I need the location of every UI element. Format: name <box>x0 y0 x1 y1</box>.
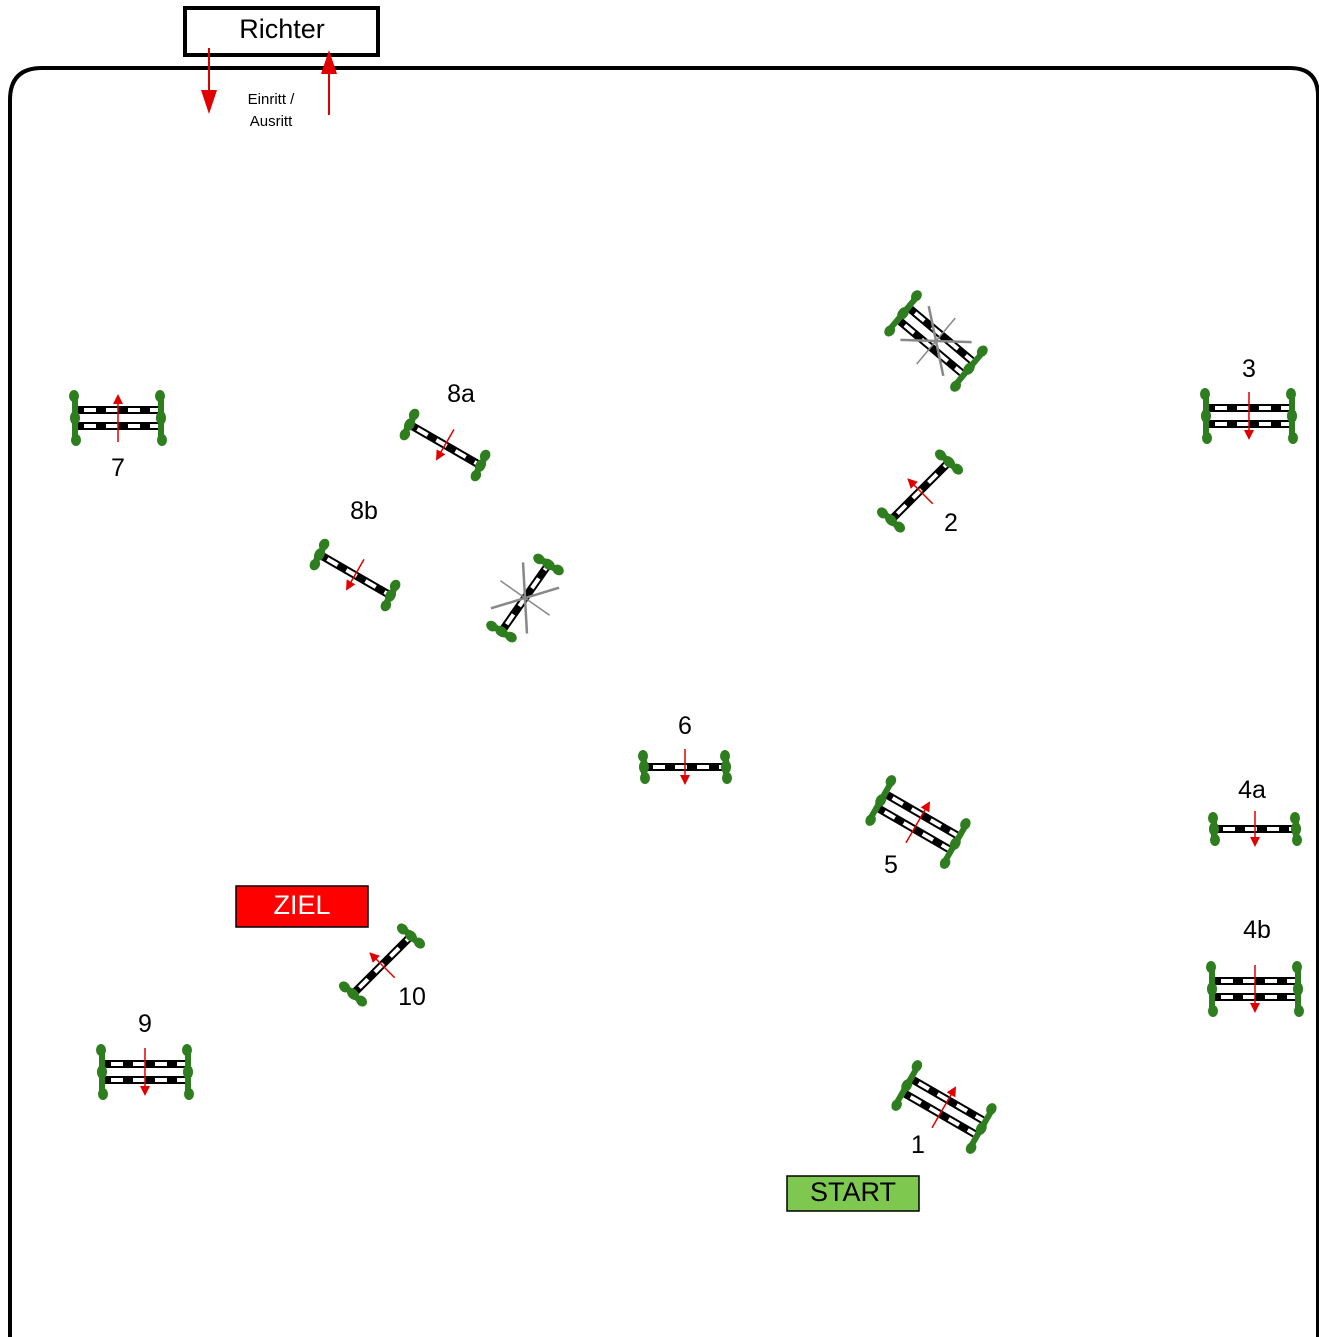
jump-standard <box>1286 388 1298 444</box>
jump-standard <box>380 579 401 612</box>
jump-standard <box>965 1103 997 1154</box>
direction-arrow-icon <box>680 775 690 785</box>
jump-standard <box>884 290 922 337</box>
jump-standard <box>877 507 906 533</box>
jump-8b <box>309 538 401 612</box>
cross-out-icon <box>900 305 972 377</box>
entry-exit-line1: Einritt / <box>248 91 296 108</box>
jump-5-label: 5 <box>884 851 898 879</box>
jump-4a-label: 4a <box>1238 776 1266 804</box>
jump-9 <box>96 1044 194 1100</box>
jump-standard <box>865 775 897 826</box>
jump-standard <box>950 345 988 392</box>
entry-exit-line2: Ausritt <box>250 113 293 130</box>
entry-arrow-icon <box>201 90 217 114</box>
direction-arrow-icon <box>1244 430 1254 440</box>
direction-arrow-icon <box>346 579 356 591</box>
jump-1-label: 1 <box>911 1131 925 1159</box>
direction-arrow-icon <box>113 394 123 404</box>
jump-2-label: 2 <box>944 509 958 537</box>
direction-arrow-icon <box>920 801 930 813</box>
direction-arrow-icon <box>946 1086 956 1098</box>
direction-arrow-icon <box>436 449 446 461</box>
jump-standard <box>1206 961 1218 1017</box>
jump-4b <box>1206 961 1304 1017</box>
finish-label: ZIEL <box>273 890 330 920</box>
jump-standard <box>69 390 81 446</box>
jump-2 <box>877 449 963 533</box>
start-box: START <box>786 1175 920 1212</box>
direction-arrow-icon <box>1250 837 1260 847</box>
jump-7-label: 7 <box>111 454 125 482</box>
unused-jump <box>486 553 564 643</box>
unused-jump <box>884 290 988 392</box>
jump-6 <box>638 749 732 785</box>
entry-exit-arrows: Einritt / Ausritt <box>201 48 337 130</box>
jump-8b-label: 8b <box>350 497 378 525</box>
jump-standard <box>182 1044 194 1100</box>
jump-standard <box>1200 388 1212 444</box>
arena-border <box>8 66 1319 1337</box>
jump-standard <box>939 818 971 869</box>
jump-4a <box>1208 811 1302 847</box>
jumps-layer <box>69 290 1304 1154</box>
jump-standard <box>486 620 517 643</box>
jump-standard <box>339 981 368 1007</box>
jump-standard <box>396 923 425 949</box>
jump-8a <box>399 408 491 482</box>
jump-10 <box>339 923 425 1007</box>
jump-standard <box>309 538 330 571</box>
jump-6-label: 6 <box>678 712 692 740</box>
start-label: START <box>810 1177 896 1207</box>
jump-9-label: 9 <box>138 1010 152 1038</box>
jump-standard <box>533 553 564 576</box>
jump-standard <box>891 1060 923 1111</box>
jump-labels: 1 2 3 4a 4b 5 6 7 8a 8b 9 10 <box>111 355 1271 1159</box>
jump-standard <box>470 449 491 482</box>
jump-5 <box>865 775 971 869</box>
jump-standard <box>399 408 420 441</box>
jump-standard <box>720 750 732 784</box>
jump-standard <box>638 750 650 784</box>
jump-standard <box>934 449 963 475</box>
jump-8a-label: 8a <box>447 380 475 408</box>
jump-4b-label: 4b <box>1243 916 1271 944</box>
jump-standard <box>1290 812 1302 846</box>
jump-3-label: 3 <box>1242 355 1256 383</box>
judge-label: Richter <box>239 14 325 44</box>
exit-arrow-icon <box>321 50 337 74</box>
jump-7 <box>69 390 167 446</box>
jump-10-label: 10 <box>398 983 426 1011</box>
finish-box: ZIEL <box>235 885 369 928</box>
direction-arrow-icon <box>1250 1003 1260 1013</box>
jump-3 <box>1200 388 1298 444</box>
judge-box: Richter <box>183 6 380 57</box>
jump-standard <box>1208 812 1220 846</box>
jump-standard <box>155 390 167 446</box>
jump-standard <box>1292 961 1304 1017</box>
jump-1 <box>891 1060 997 1154</box>
cross-out-icon <box>490 562 560 634</box>
jump-standard <box>96 1044 108 1100</box>
direction-arrow-icon <box>140 1086 150 1096</box>
